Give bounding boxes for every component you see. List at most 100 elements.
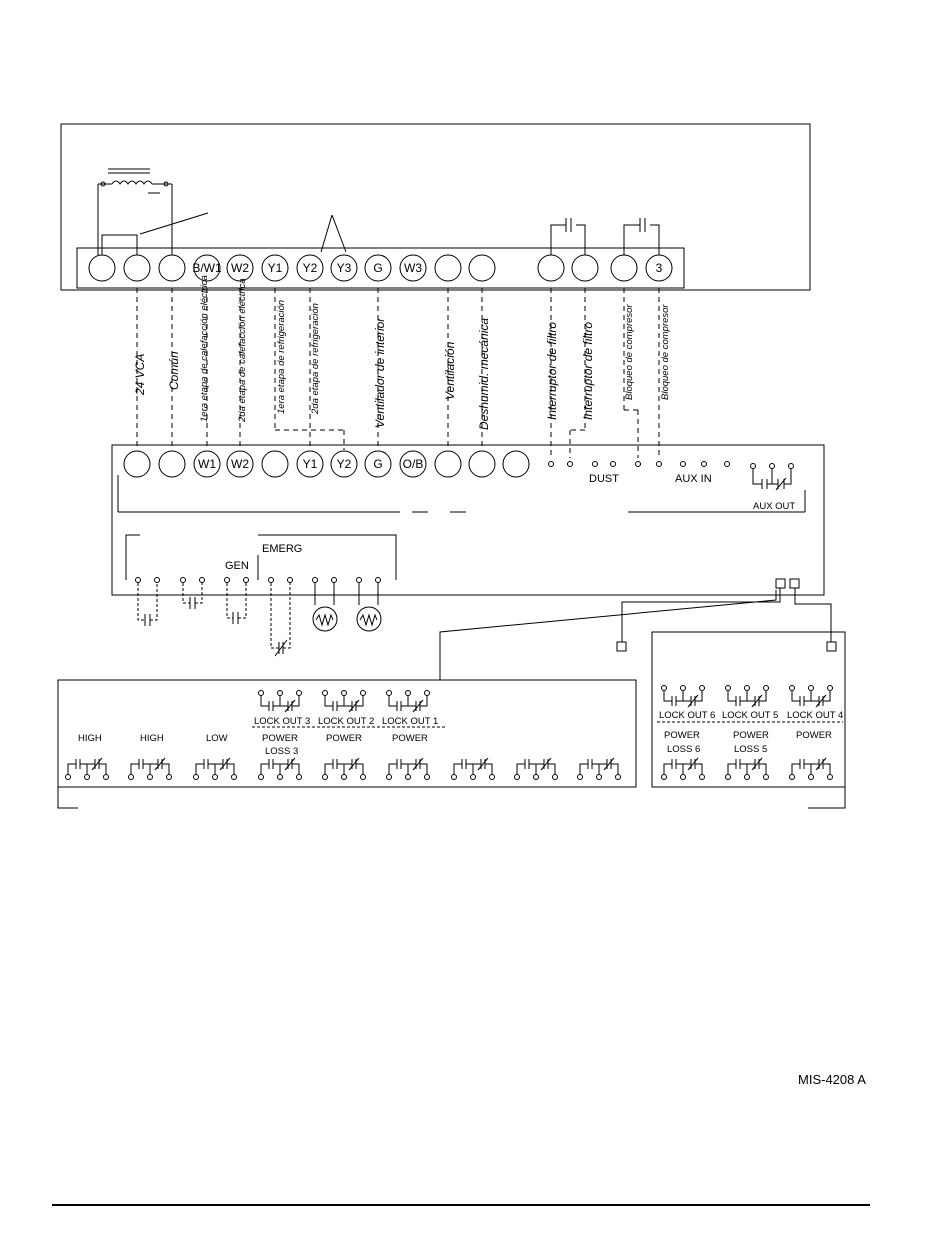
relay-contacts <box>65 685 833 780</box>
power-label-2: POWER <box>326 733 362 744</box>
board-terminal <box>468 450 496 478</box>
control-board <box>111 444 825 596</box>
board-terminal: Y1 <box>296 450 324 478</box>
thermostat-terminal <box>434 254 462 282</box>
relay-contact <box>65 757 109 780</box>
power-label-3: POWER <box>392 733 428 744</box>
board-terminal-label: W2 <box>231 457 249 471</box>
aux-out-label: AUX OUT <box>753 501 795 512</box>
footer-rule <box>52 1204 870 1206</box>
relay-board-left <box>57 679 637 788</box>
label-filter-switch-1: Interruptor de filtro <box>545 322 559 420</box>
thermostat-terminal: B/W1 <box>192 254 222 282</box>
high-label-2: HIGH <box>140 733 164 744</box>
thermostat-terminal-label: B/W1 <box>192 261 222 275</box>
relay-contact <box>661 685 705 708</box>
jumper-wire <box>101 234 138 255</box>
relay-board-right <box>651 631 846 788</box>
thermostat-terminal: Y1 <box>261 254 289 282</box>
relay-contact <box>725 685 769 708</box>
relay-contact <box>193 757 237 780</box>
label-cool-stage2: 2da etapa de refrigeración <box>310 303 321 415</box>
relay-contact <box>789 685 833 708</box>
aux-in-label: AUX IN <box>675 473 712 485</box>
relay-contact <box>725 757 769 780</box>
label-ventilation: Ventilación <box>443 341 457 400</box>
thermostat-terminal-label: W3 <box>404 261 422 275</box>
loss-5-label: LOSS 5 <box>734 744 767 755</box>
board-terminal-label: G <box>373 457 382 471</box>
document-id: MIS-4208 A <box>798 1072 866 1087</box>
label-comun: Común <box>167 351 181 390</box>
thermostat-terminal-label: Y2 <box>303 261 318 275</box>
relay-contact <box>258 690 302 713</box>
board-terminal-label: W1 <box>198 457 216 471</box>
thermostat-terminal <box>537 254 565 282</box>
transformer-icon <box>97 168 173 255</box>
relay-contact <box>661 757 705 780</box>
thermostat-terminal: Y3 <box>330 254 358 282</box>
relay-contact <box>322 757 366 780</box>
board-terminal <box>502 450 530 478</box>
label-compressor-lock-1: Bloqueo de compresor <box>624 304 635 400</box>
relay-contact <box>128 757 172 780</box>
label-indoor-fan: Ventilador de interior <box>373 317 387 428</box>
relay-contact <box>789 757 833 780</box>
board-pins <box>135 461 794 583</box>
thermostat-terminal: G <box>364 254 392 282</box>
thermostat-terminal <box>610 254 638 282</box>
board-terminal: O/B <box>399 450 427 478</box>
lockout-5-label: LOCK OUT 5 <box>722 710 778 721</box>
label-dehumid: Deshumid. mecánica <box>477 318 491 430</box>
thermostat-enclosure <box>60 123 811 291</box>
heater-element-1-icon <box>312 606 338 632</box>
thermostat-terminal-label: 3 <box>656 261 663 275</box>
heater-element-2-icon <box>356 606 382 632</box>
board-terminals: W1 W2 Y1 Y2 G O/B <box>123 450 530 478</box>
power-label-r3: POWER <box>796 730 832 741</box>
power-label-1: POWER <box>262 733 298 744</box>
thermostat-terminal-label: Y1 <box>268 261 283 275</box>
loss-3-label: LOSS 3 <box>265 746 298 757</box>
power-label-r2: POWER <box>733 730 769 741</box>
power-label-r1: POWER <box>664 730 700 741</box>
board-terminal-label: Y1 <box>303 457 318 471</box>
relay-contact <box>386 690 430 713</box>
board-terminal <box>261 450 289 478</box>
label-cool-stage1: 1era etapa de refrigeración <box>276 300 287 414</box>
pointer-arrow-y2 <box>320 214 333 253</box>
field-wiring <box>136 288 660 458</box>
thermostat-terminal-label: G <box>373 261 382 275</box>
lockout-6-label: LOCK OUT 6 <box>659 710 715 721</box>
board-terminal <box>434 450 462 478</box>
emerg-label: EMERG <box>262 543 302 555</box>
label-heat-stage2: 2da etapa de calefacción eléctrica <box>237 278 248 423</box>
board-terminal: Y2 <box>330 450 358 478</box>
thermostat-terminal <box>158 254 186 282</box>
relay-contact <box>514 757 558 780</box>
label-filter-switch-2: Interruptor de filtro <box>581 322 595 420</box>
relay-contact <box>386 757 430 780</box>
board-terminal <box>123 450 151 478</box>
pointer-arrow <box>139 212 209 235</box>
label-compressor-lock-2: Bloqueo de compresor <box>660 304 671 400</box>
board-terminal-label: Y2 <box>337 457 352 471</box>
lockout-4-label: LOCK OUT 4 <box>787 710 843 721</box>
thermostat-terminal: W3 <box>399 254 427 282</box>
relay-contact <box>258 757 302 780</box>
loss-6-label: LOSS 6 <box>667 744 700 755</box>
thermostat-terminal-strip <box>76 247 685 289</box>
thermostat-terminal-label: Y3 <box>337 261 352 275</box>
pointer-arrow-y3 <box>331 214 347 253</box>
board-terminal: W1 <box>193 450 221 478</box>
relay-contact <box>322 690 366 713</box>
board-terminal-label: O/B <box>403 457 424 471</box>
thermostat-terminal <box>88 254 116 282</box>
relay-contact <box>451 757 495 780</box>
lockout-2-label: LOCK OUT 2 <box>318 716 374 727</box>
thermostat-terminal <box>468 254 496 282</box>
thermostat-terminal: Y2 <box>296 254 324 282</box>
low-label: LOW <box>206 733 228 744</box>
label-24vca: 24 VCA <box>133 354 147 396</box>
